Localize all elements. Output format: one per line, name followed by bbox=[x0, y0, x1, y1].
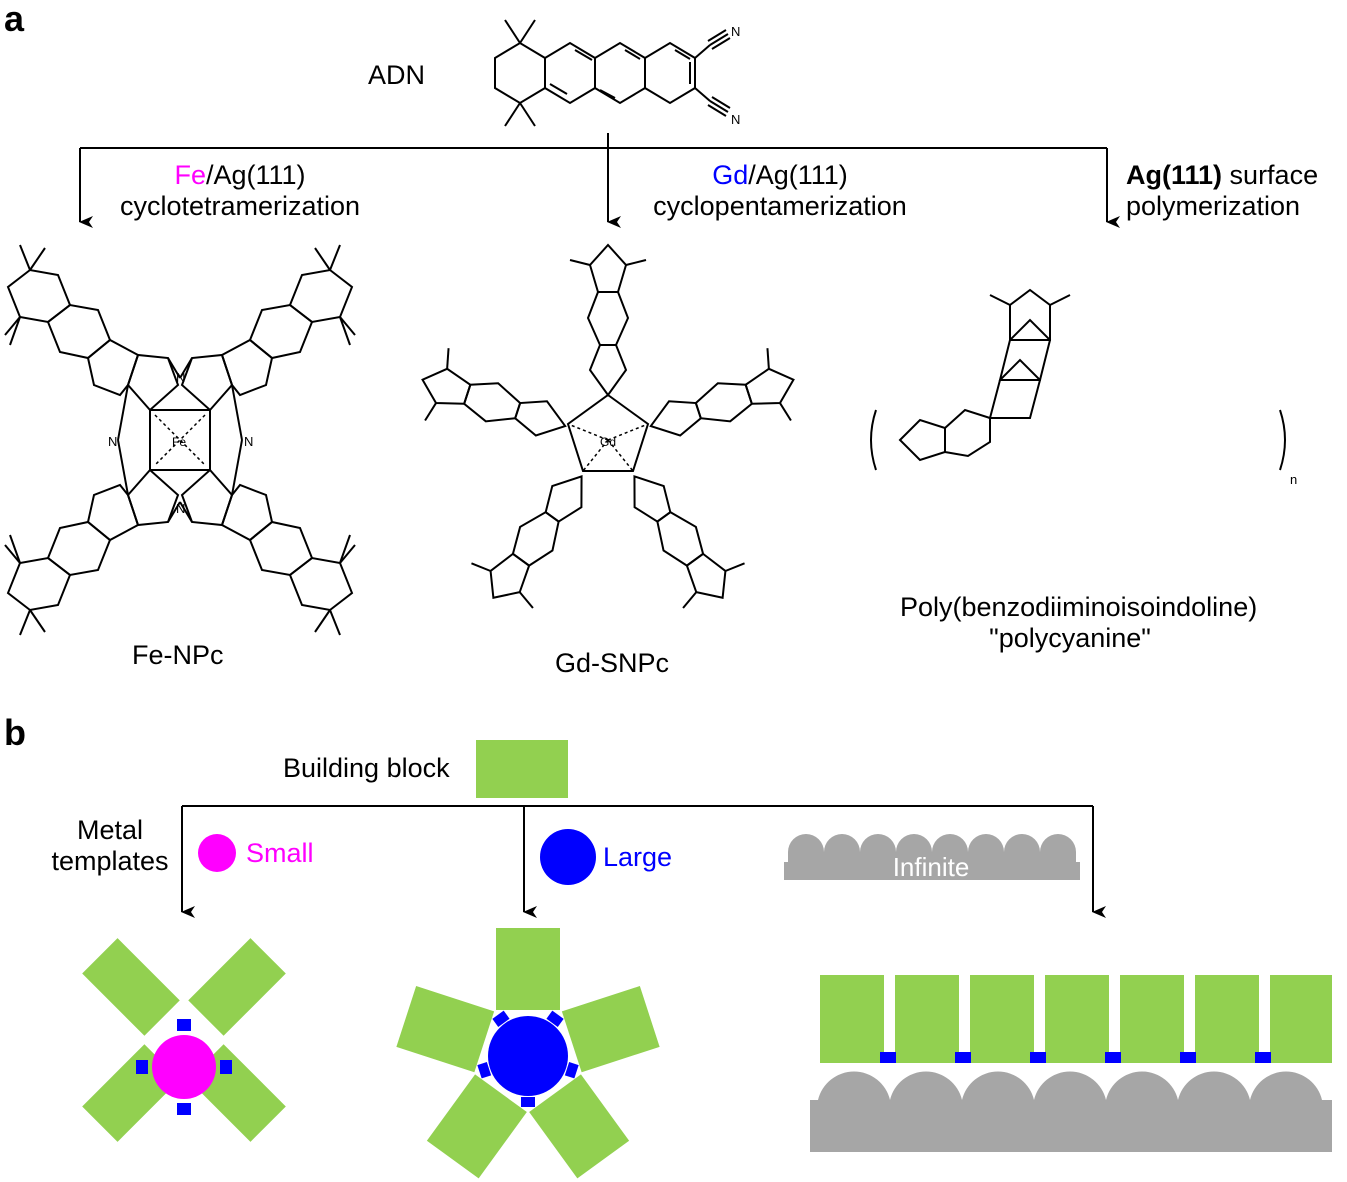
large-template-label: Large bbox=[603, 842, 673, 872]
panel-b-letter: b bbox=[4, 712, 26, 753]
ag-branch-condition: Ag(111) surface polymerization bbox=[1126, 160, 1318, 222]
polymer-linker bbox=[1255, 1052, 1271, 1063]
fe-aza-n-bottom: N bbox=[176, 501, 185, 516]
metal-templates-line1: Metal bbox=[76, 815, 144, 845]
fe-branch-condition: Fe/Ag(111) cyclotetramerization bbox=[100, 160, 380, 222]
fe-center-atom: Fe bbox=[172, 435, 186, 449]
fe-aza-n-right: N bbox=[244, 434, 253, 449]
large-template-icon bbox=[540, 829, 596, 885]
pentamer-block bbox=[496, 928, 560, 1010]
polymer-block bbox=[1045, 975, 1109, 1063]
tetramer-linker bbox=[177, 1103, 191, 1115]
fe-aza-n-left: N bbox=[108, 434, 117, 449]
infinite-template-label: Infinite bbox=[893, 852, 970, 882]
pentamer-linker bbox=[546, 1010, 564, 1027]
gd-process-label: cyclopentamerization bbox=[653, 191, 907, 221]
metal-templates-line2: templates bbox=[51, 846, 169, 876]
polymer-linker bbox=[955, 1052, 971, 1063]
pentamer-block bbox=[396, 986, 495, 1073]
fe-aza-n-top: N bbox=[176, 370, 185, 385]
ag-surface-bold: Ag(111) bbox=[1126, 160, 1223, 190]
gd-snpc-label: Gd-SNPc bbox=[555, 648, 670, 678]
tetramer-linker bbox=[220, 1060, 232, 1074]
pentamer-block bbox=[426, 1074, 527, 1179]
pentamer-block bbox=[529, 1074, 630, 1179]
gd-metal-label: Gd bbox=[712, 160, 749, 190]
gd-surface-label: /Ag(111) bbox=[748, 160, 848, 190]
tetramer-block bbox=[82, 938, 180, 1036]
tetramer-assembly bbox=[82, 938, 286, 1142]
fe-npc-molecule bbox=[4, 244, 356, 636]
polycyanine-line1: Poly(benzodiiminoisoindoline) bbox=[900, 592, 1258, 622]
panel-a-arrow-tree bbox=[79, 133, 1120, 228]
surface-substrate bbox=[810, 1071, 1332, 1152]
building-block-swatch bbox=[476, 740, 568, 798]
ag-process-label: polymerization bbox=[1126, 191, 1301, 221]
polymer-linker bbox=[1180, 1052, 1196, 1063]
polycyanine-molecule bbox=[870, 288, 1286, 471]
pentamer-assembly bbox=[396, 928, 660, 1179]
pentamer-block bbox=[561, 986, 660, 1073]
panel-b-arrow-tree bbox=[181, 805, 1106, 918]
polycyanine-repeat-n: n bbox=[1290, 472, 1297, 487]
fe-surface-label: /Ag(111) bbox=[205, 160, 306, 190]
gd-center-atom: Gd bbox=[600, 435, 616, 449]
metal-templates-label: Metal templates bbox=[50, 815, 170, 877]
polymer-block bbox=[1120, 975, 1184, 1063]
pentamer-metal-center bbox=[488, 1016, 568, 1096]
panel-a-letter: a bbox=[4, 0, 25, 39]
fe-npc-label: Fe-NPc bbox=[132, 640, 224, 670]
adn-molecule bbox=[494, 19, 731, 127]
polymer-assembly bbox=[810, 975, 1332, 1152]
tetramer-block bbox=[188, 938, 286, 1036]
pentamer-linker bbox=[492, 1010, 510, 1027]
building-block-label: Building block bbox=[283, 753, 450, 783]
small-template-label: Small bbox=[246, 838, 314, 868]
pentamer-linker bbox=[564, 1062, 579, 1079]
polymer-linker bbox=[880, 1052, 896, 1063]
polymer-block bbox=[970, 975, 1034, 1063]
fe-metal-label: Fe bbox=[174, 160, 206, 190]
gd-branch-condition: Gd/Ag(111) cyclopentamerization bbox=[630, 160, 930, 222]
tetramer-linker bbox=[177, 1019, 191, 1031]
pentamer-linker bbox=[521, 1097, 535, 1107]
pentamer-linker bbox=[477, 1062, 492, 1079]
polymer-block bbox=[1195, 975, 1259, 1063]
ag-surface-rest: surface bbox=[1222, 160, 1319, 190]
polymer-block bbox=[895, 975, 959, 1063]
adn-nitrile-n-bottom: N bbox=[731, 112, 740, 127]
adn-nitrile-n-top: N bbox=[731, 24, 740, 39]
small-template-icon bbox=[198, 834, 236, 872]
polymer-block bbox=[820, 975, 884, 1063]
tetramer-linker bbox=[136, 1060, 148, 1074]
gd-snpc-molecule bbox=[421, 243, 795, 609]
tetramer-metal-center bbox=[152, 1035, 216, 1099]
polycyanine-label: Poly(benzodiiminoisoindoline) "polycyani… bbox=[900, 592, 1257, 654]
polycyanine-line2: "polycyanine" bbox=[989, 623, 1151, 653]
infinite-template-icon bbox=[784, 834, 1080, 880]
polymer-block bbox=[1270, 975, 1332, 1063]
polymer-linker bbox=[1030, 1052, 1046, 1063]
adn-label: ADN bbox=[368, 60, 426, 90]
fe-process-label: cyclotetramerization bbox=[119, 191, 361, 221]
polymer-linker bbox=[1105, 1052, 1121, 1063]
